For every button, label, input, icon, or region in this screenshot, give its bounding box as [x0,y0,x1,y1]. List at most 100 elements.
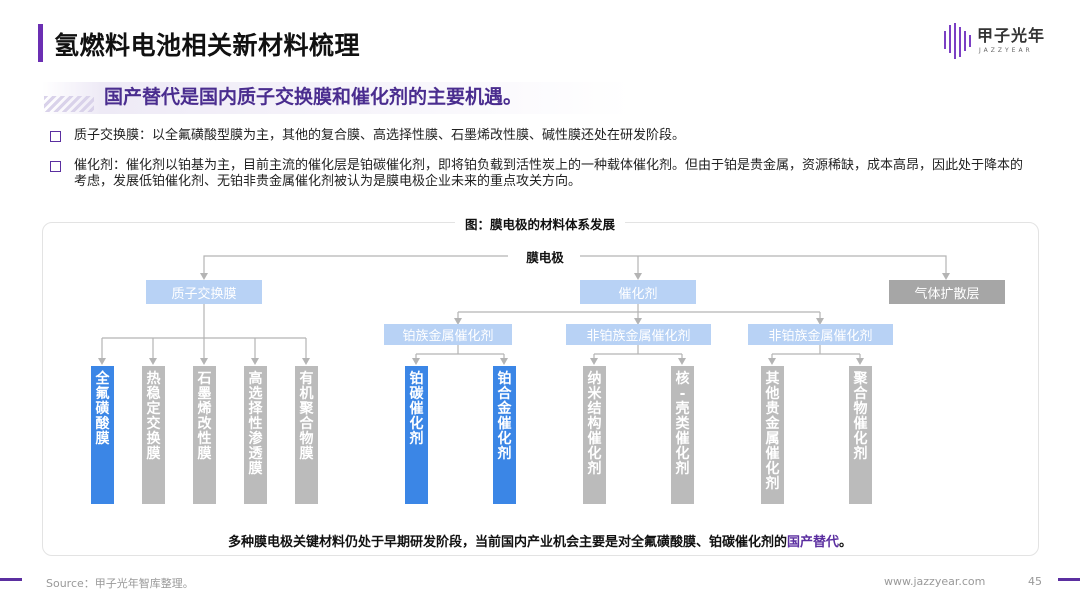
leaf-char: 合 [299,416,314,432]
leaf-char: 热 [146,371,161,387]
leaf-char: 米 [587,386,602,402]
leaf-node: 核-壳类催化剂 [671,366,694,504]
leaf-char: 化 [497,431,512,447]
bullet-text: 催化剂：催化剂以铂基为主，目前主流的催化层是铂碳催化剂，即将铂负载到活性炭上的一… [74,158,1024,189]
leaf-char: 稳 [146,386,161,402]
leaf-char: 类 [675,416,690,432]
leaf-char: 有 [299,371,314,387]
leaf-char: 全 [95,371,110,387]
logo-bars-icon [944,23,971,59]
leaf-char: 催 [853,416,868,432]
leaf-char: 透 [248,446,263,462]
leaf-char: 催 [587,431,602,447]
leaf-char: 磺 [95,401,110,417]
leaf-char: 性 [197,431,212,447]
leaf-char: 金 [765,416,780,432]
leaf-char: 物 [299,431,314,447]
logo-name: 甲子光年 [977,26,1046,45]
leaf-node: 铂碳催化剂 [405,366,428,504]
leaf-char: 化 [587,446,602,462]
leaf-char: 剂 [409,431,424,447]
node-non-pgm-catalyst: 非铂族金属催化剂 [566,324,711,345]
leaf-char: - [679,386,686,402]
node-non-pgm-catalyst: 非铂族金属催化剂 [748,324,893,345]
leaf-char: 膜 [197,446,212,462]
leaf-char: 壳 [675,401,690,417]
figure-title: 图：膜电极的材料体系发展 [0,214,1080,233]
leaf-char: 物 [853,401,868,417]
leaf-char: 氟 [95,386,110,402]
leaf-char: 膜 [248,461,263,477]
leaf-node: 有机聚合物膜 [295,366,318,504]
leaf-char: 碳 [409,386,424,402]
logo-subtitle: JAZZYEAR [979,47,1033,54]
node-gas-diffusion-layer: 气体扩散层 [889,280,1005,304]
leaf-char: 高 [248,371,263,387]
leaf-char: 石 [197,371,212,387]
leaf-char: 渗 [248,431,263,447]
leaf-char: 化 [853,431,868,447]
leaf-char: 其 [765,371,780,387]
leaf-char: 合 [853,386,868,402]
leaf-node: 纳米结构催化剂 [583,366,606,504]
leaf-char: 化 [409,416,424,432]
leaf-char: 纳 [587,371,602,387]
leaf-char: 膜 [299,446,314,462]
leaf-node: 高选择性渗透膜 [244,366,267,504]
bullet-text: 质子交换膜：以全氟磺酸型膜为主，其他的复合膜、高选择性膜、石墨烯改性膜、碱性膜还… [74,128,686,143]
leaf-char: 择 [248,401,263,417]
leaf-char: 换 [146,431,161,447]
leaf-char: 贵 [765,401,780,417]
leaf-node: 聚合物催化剂 [849,366,872,504]
leaf-char: 结 [587,401,602,417]
conclusion-text: 多种膜电极关键材料仍处于早期研发阶段，当前国内产业机会主要是对全氟磺酸膜、铂碳催… [227,535,787,550]
leaf-char: 催 [409,401,424,417]
node-catalyst: 催化剂 [580,280,696,304]
leaf-char: 催 [497,416,512,432]
leaf-node: 热稳定交换膜 [142,366,165,504]
diagram-conclusion: 多种膜电极关键材料仍处于早期研发阶段，当前国内产业机会主要是对全氟磺酸膜、铂碳催… [0,531,1080,550]
bullet-item: 质子交换膜：以全氟磺酸型膜为主，其他的复合膜、高选择性膜、石墨烯改性膜、碱性膜还… [44,128,1024,144]
node-pgm-catalyst: 铂族金属催化剂 [384,324,512,345]
bullet-square-icon [50,131,61,142]
leaf-node: 其他贵金属催化剂 [761,366,784,504]
bullet-item: 催化剂：催化剂以铂基为主，目前主流的催化层是铂碳催化剂，即将铂负载到活性炭上的一… [44,158,1024,190]
page-subtitle: 国产替代是国内质子交换膜和催化剂的主要机遇。 [104,86,523,108]
leaf-char: 铂 [497,371,512,387]
leaf-char: 化 [765,461,780,477]
leaf-char: 交 [146,416,161,432]
leaf-char: 烯 [197,401,212,417]
leaf-char: 金 [497,401,512,417]
leaf-char: 剂 [675,461,690,477]
leaf-char: 剂 [497,446,512,462]
leaf-char: 膜 [95,431,110,447]
footer-accent-left [0,578,22,581]
leaf-char: 机 [299,386,314,402]
leaf-node: 石墨烯改性膜 [193,366,216,504]
leaf-char: 合 [497,386,512,402]
subtitle-stripes [44,96,94,112]
leaf-char: 聚 [853,371,868,387]
subtitle-background [42,82,632,114]
leaf-char: 属 [765,431,780,447]
leaf-char: 剂 [765,476,780,492]
leaf-char: 剂 [587,461,602,477]
leaf-char: 性 [248,416,263,432]
leaf-char: 催 [765,446,780,462]
node-proton-exchange-membrane: 质子交换膜 [146,280,262,304]
leaf-char: 铂 [409,371,424,387]
leaf-node: 铂合金催化剂 [493,366,516,504]
leaf-char: 构 [587,416,602,432]
source-note: Source：甲子光年智库整理。 [46,577,194,590]
leaf-char: 酸 [95,416,110,432]
leaf-char: 膜 [146,446,161,462]
footer-url: www.jazzyear.com [884,575,986,588]
page-title: 氢燃料电池相关新材料梳理 [54,31,361,60]
title-accent-bar [38,24,43,62]
conclusion-end: 。 [839,535,853,550]
leaf-char: 剂 [853,446,868,462]
leaf-char: 化 [675,446,690,462]
bullet-square-icon [50,161,61,172]
leaf-char: 选 [248,386,263,402]
